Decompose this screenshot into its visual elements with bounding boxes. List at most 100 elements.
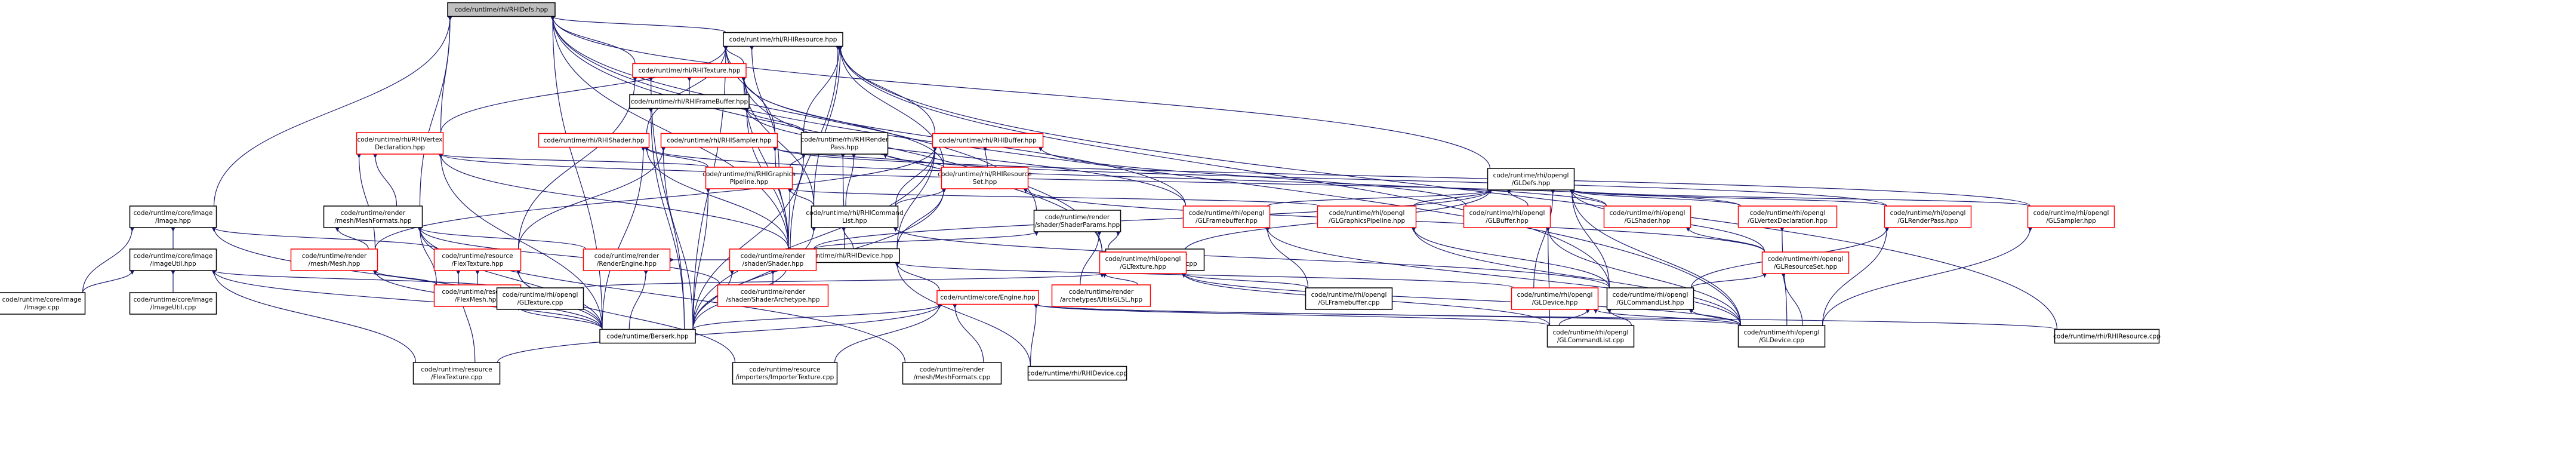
graph-node-imageutilhpp[interactable]: code/runtime/core/image/ImageUtil.hpp <box>129 248 217 271</box>
edge-glgraphicspipeline-glcommandlisthpp <box>1412 227 1610 288</box>
graph-node-flextexturecpp[interactable]: code/runtime/resource/FlexTexture.cpp <box>412 362 501 385</box>
graph-node-rhibuffer[interactable]: code/runtime/rhi/RHIBuffer.hpp <box>932 133 1044 148</box>
edge-meshformats-shaderarchetype <box>418 227 721 285</box>
node-label: /GLCommandList.cpp <box>1557 337 1625 344</box>
edge-coreengine-rhidevicecpp <box>1030 304 1039 367</box>
edge-rhiresource-rhirenderpass <box>803 46 842 133</box>
edge-rhivertexdecl-meshformats <box>373 153 398 207</box>
graph-node-rhiresourcecpp[interactable]: code/runtime/rhi/RHIResource.cpp <box>2053 328 2161 344</box>
graph-node-rhishader[interactable]: code/runtime/rhi/RHIShader.hpp <box>538 133 650 148</box>
node-box <box>129 292 217 315</box>
node-label: /GLFramebuffer.hpp <box>1195 217 1258 225</box>
graph-node-gldevicehpp[interactable]: code/runtime/rhi/opengl/GLDevice.hpp <box>1511 287 1599 310</box>
node-label: code/runtime/render <box>741 253 806 260</box>
graph-node-rhisampler[interactable]: code/runtime/rhi/RHISampler.hpp <box>660 133 778 148</box>
graph-node-rhiresource[interactable]: code/runtime/rhi/RHIResource.hpp <box>723 32 843 47</box>
edge-rhishader-berserk <box>602 147 646 330</box>
graph-node-coreengine[interactable]: code/runtime/core/Engine.hpp <box>936 290 1039 305</box>
graph-node-glgraphicspipeline[interactable]: code/runtime/rhi/opengl/GLGraphicsPipeli… <box>1317 205 1417 228</box>
graph-node-gltexturecpp[interactable]: code/runtime/rhi/opengl/GLTexture.cpp <box>496 287 584 310</box>
node-label: code/runtime/rhi/RHIShader.hpp <box>544 137 645 145</box>
graph-node-glbuffer[interactable]: code/runtime/rhi/opengl/GLBuffer.hpp <box>1463 205 1551 228</box>
graph-node-importertexture[interactable]: code/runtime/resource/importers/Importer… <box>732 362 838 385</box>
graph-node-glsampler[interactable]: code/runtime/rhi/opengl/GLSampler.hpp <box>2027 205 2115 228</box>
node-box <box>632 63 747 78</box>
node-box <box>717 284 829 307</box>
graph-node-renderengine[interactable]: code/runtime/render/RenderEngine.hpp <box>583 248 671 271</box>
edge-rhigraphicspipeline-rhidevice <box>788 188 792 249</box>
edge-glgraphicspipeline-gldevicecpp <box>1412 227 1742 326</box>
graph-node-rendershader[interactable]: code/runtime/render/shader/Shader.hpp <box>729 248 817 271</box>
graph-node-rhidevicecpp[interactable]: code/runtime/rhi/RHIDevice.cpp <box>1027 366 1127 381</box>
graph-node-glframebuffercpp[interactable]: code/runtime/rhi/opengl/GLFramebuffer.cp… <box>1305 287 1393 310</box>
edge-gldefs-glsampler <box>1570 189 2031 207</box>
node-label: code/runtime/core/image <box>2 296 82 303</box>
edge-coreengine-glcommandlistcpp <box>1034 303 1551 326</box>
edge-coreengine-rhiresourcecpp <box>1034 303 2058 330</box>
edge-rhiresource-rhitexture <box>723 46 744 64</box>
node-box <box>902 362 1002 385</box>
graph-node-rhivertexdecl[interactable]: code/runtime/rhi/RHIVertexDeclaration.hp… <box>356 132 444 155</box>
graph-node-gldevicecpp[interactable]: code/runtime/rhi/opengl/GLDevice.cpp <box>1737 325 1826 348</box>
graph-node-gltexture[interactable]: code/runtime/rhi/opengl/GLTexture.hpp <box>1099 251 1187 274</box>
node-box <box>1317 205 1417 228</box>
node-label: /mesh/Mesh.hpp <box>309 260 360 268</box>
graph-node-berserk[interactable]: code/runtime/Berserk.hpp <box>599 328 696 344</box>
edge-gldefs-gldevicecpp <box>1570 189 1742 326</box>
node-label: code/runtime/render <box>920 366 985 373</box>
node-box <box>811 205 899 228</box>
graph-node-meshformats[interactable]: code/runtime/render/mesh/MeshFormats.hpp <box>323 205 423 228</box>
edge-rhiresource-rhibuffer <box>838 46 936 134</box>
graph-node-glframebuffer[interactable]: code/runtime/rhi/opengl/GLFramebuffer.hp… <box>1182 205 1271 228</box>
graph-node-glrenderpass[interactable]: code/runtime/rhi/opengl/GLRenderPass.hpp <box>1884 205 1972 228</box>
node-label: code/runtime/rhi/opengl <box>1517 291 1593 299</box>
graph-node-resflextexture[interactable]: code/runtime/resource/FlexTexture.hpp <box>433 248 522 271</box>
graph-node-shaderarchetype[interactable]: code/runtime/render/shader/ShaderArchety… <box>717 284 829 307</box>
node-label: code/runtime/resource <box>442 288 513 296</box>
node-box <box>936 290 1039 305</box>
graph-node-glvertexdecl[interactable]: code/runtime/rhi/opengl/GLVertexDeclarat… <box>1737 205 1838 228</box>
graph-node-meshformatscpp[interactable]: code/runtime/render/mesh/MeshFormats.cpp <box>902 362 1002 385</box>
edge-rhiresource-rhivertexdecl <box>440 46 728 133</box>
edge-renderMeshhpp-resflexmesh <box>373 270 437 285</box>
node-label: code/runtime/rhi/RHITexture.hpp <box>638 67 740 75</box>
edge-resflextexture-flextexturecpp <box>456 270 476 363</box>
graph-node-rhiframebuffer[interactable]: code/runtime/rhi/RHIFrameBuffer.hpp <box>629 94 750 109</box>
node-label: /FlexTexture.cpp <box>431 374 482 381</box>
graph-node-rhitexture[interactable]: code/runtime/rhi/RHITexture.hpp <box>632 63 747 78</box>
graph-node-glcommandlistcpp[interactable]: code/runtime/rhi/opengl/GLCommandList.cp… <box>1546 325 1635 348</box>
graph-node-coreimage[interactable]: code/runtime/core/image/Image.hpp <box>129 205 217 228</box>
node-label: /shader/ShaderArchetype.hpp <box>726 296 820 303</box>
graph-node-gldefs[interactable]: code/runtime/rhi/opengl/GLDefs.hpp <box>1487 168 1575 191</box>
node-label: code/runtime/rhi/opengl <box>1469 210 1545 217</box>
edge-rhidefs-rhitexture <box>550 16 636 64</box>
graph-node-imagecpp[interactable]: code/runtime/core/image/Image.cpp <box>0 292 86 315</box>
node-box <box>1099 251 1187 274</box>
graph-node-rhidefs[interactable]: code/runtime/rhi/RHIDefs.hpp <box>447 2 556 17</box>
node-label: code/runtime/rhi/opengl <box>1105 256 1181 263</box>
edge-rhiresource-rhicommandlist <box>813 46 843 207</box>
graph-node-glshader[interactable]: code/runtime/rhi/opengl/GLShader.hpp <box>1603 205 1691 228</box>
graph-node-glresourceset[interactable]: code/runtime/rhi/opengl/GLResourceSet.hp… <box>1761 251 1850 274</box>
graph-node-imageutilcpp[interactable]: code/runtime/core/image/ImageUtil.cpp <box>129 292 217 315</box>
node-label: code/runtime/rhi/opengl <box>1768 256 1844 263</box>
edge-gldefs-glrenderpass <box>1570 189 1888 207</box>
graph-node-shaderparams[interactable]: code/runtime/render/shader/ShaderParams.… <box>1033 210 1121 232</box>
node-label: /FlexMesh.hpp <box>455 296 500 303</box>
node-box <box>538 133 650 148</box>
graph-node-glcommandlisthpp[interactable]: code/runtime/rhi/opengl/GLCommandList.hp… <box>1606 287 1694 310</box>
graph-node-utilsglsl[interactable]: code/runtime/render/archetypes/UtilsGLSL… <box>1051 284 1151 307</box>
graph-node-renderMeshhpp[interactable]: code/runtime/render/mesh/Mesh.hpp <box>290 248 378 271</box>
node-box <box>323 205 423 228</box>
node-label: code/runtime/render <box>341 210 406 217</box>
node-label: code/runtime/rhi/opengl <box>1744 329 1820 336</box>
node-box <box>705 167 793 189</box>
edge-rhibuffer-berserk <box>692 147 937 330</box>
node-box <box>129 248 217 271</box>
edge-rhicommandlist-glcommandlisthpp <box>893 227 1610 288</box>
edge-rhicommandlist-berserk <box>692 227 816 330</box>
